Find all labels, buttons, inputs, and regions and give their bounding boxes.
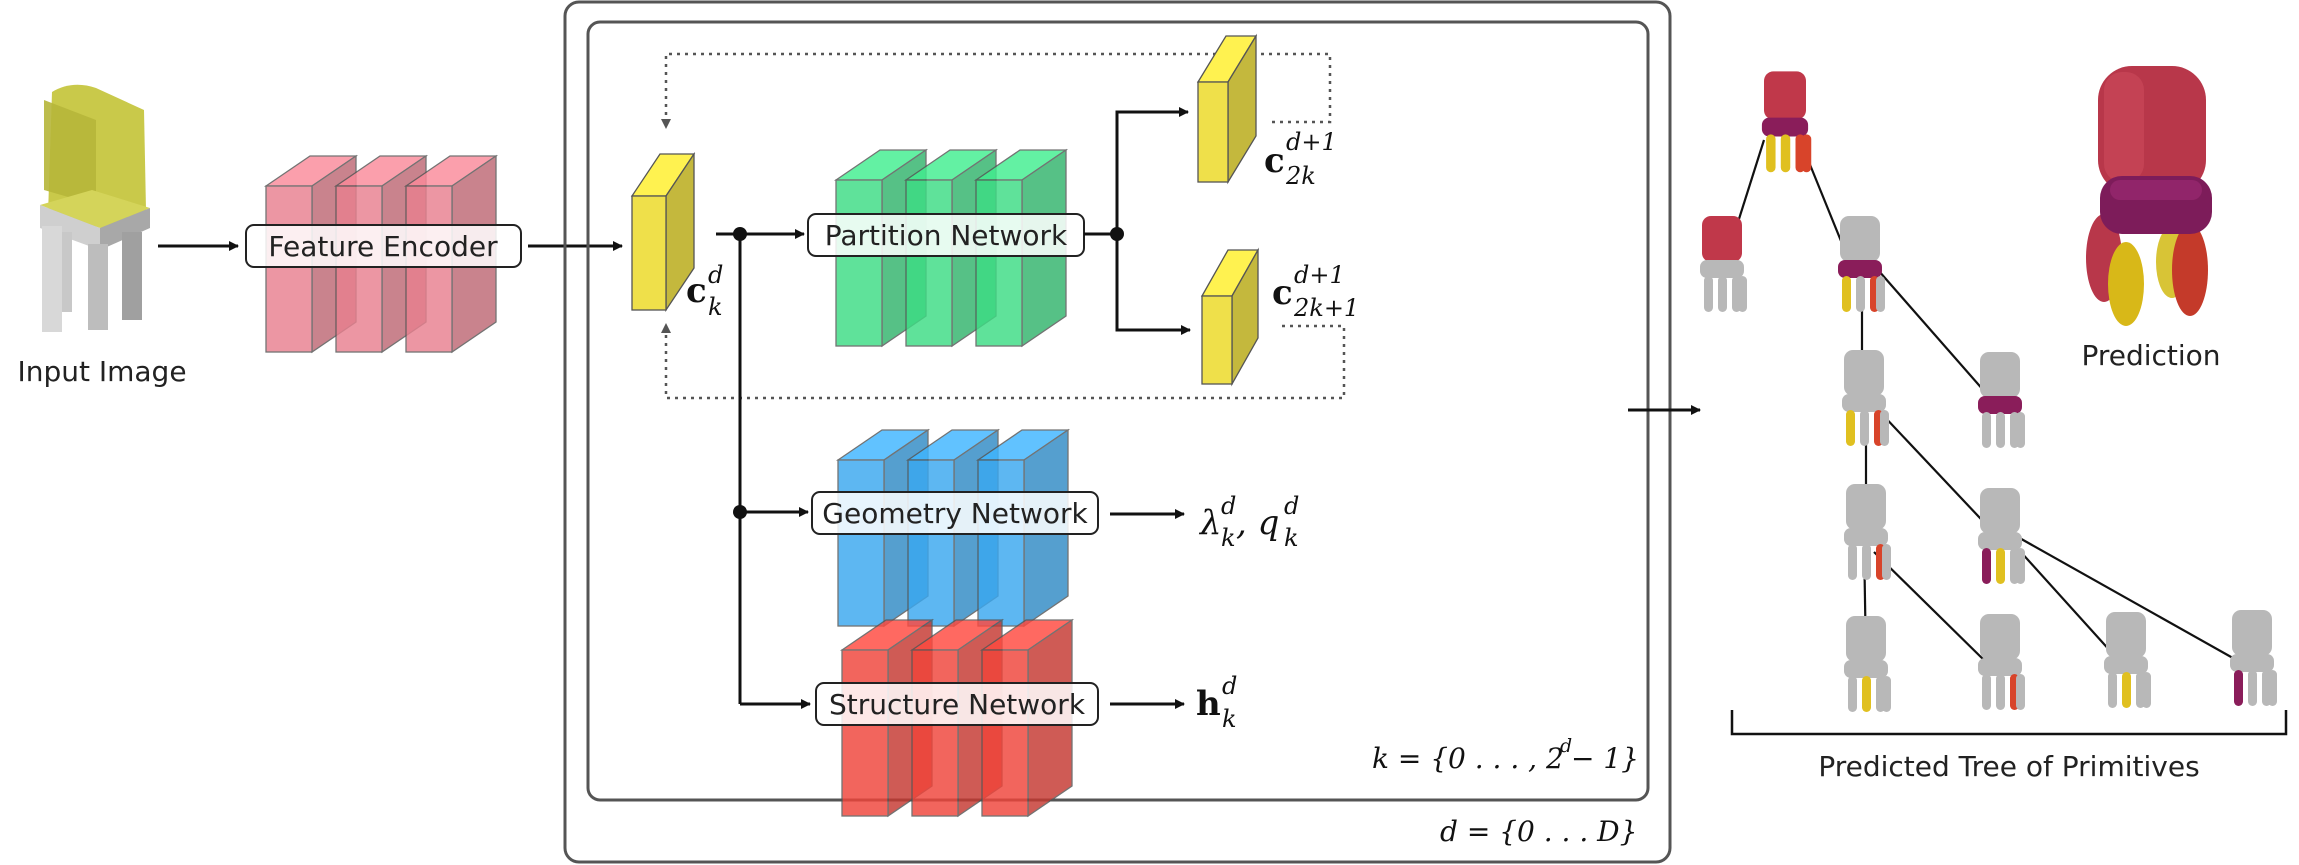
tree-node-leaf-4 (2230, 610, 2277, 706)
feature-encoder-blocks (263, 154, 499, 354)
svg-text:2k+1: 2k+1 (1293, 294, 1359, 322)
c2k-label: c 2k d+1 (1264, 128, 1337, 190)
predicted-tree (1700, 71, 2277, 712)
svg-text:c: c (686, 271, 707, 311)
geometry-output-label: λ k d , q k d (1198, 492, 1299, 552)
svg-text:k: k (1221, 524, 1236, 552)
predicted-tree-label: Predicted Tree of Primitives (1818, 750, 2199, 783)
svg-text:d: d (1221, 492, 1236, 520)
tree-node-d3-right (1978, 488, 2025, 584)
d-range-label: d = {0 . . . D} (1440, 815, 1637, 848)
tree-node-d1-left (1700, 216, 1747, 312)
tree-node-d2-left (1842, 350, 1889, 446)
feature-encoder-label: Feature Encoder (268, 230, 498, 263)
svg-text:d: d (1560, 735, 1572, 757)
outer-depth-frame (563, 0, 1672, 864)
input-chair-image (40, 84, 150, 332)
geometry-network-blocks (835, 428, 1071, 628)
feature-encoder-box: Feature Encoder (245, 224, 522, 268)
structure-network-label: Structure Network (829, 688, 1086, 721)
arrow-to-child-bottom (1115, 234, 1191, 335)
recursion-loop-bottom (661, 323, 1346, 400)
svg-text:k: k (1222, 705, 1237, 733)
tree-node-d2-right (1978, 352, 2025, 448)
partition-network-box: Partition Network (807, 213, 1085, 257)
arrow-to-child-top (1115, 107, 1189, 234)
tree-node-d3-left (1844, 484, 1891, 580)
svg-text:c: c (1264, 141, 1285, 181)
geometry-network-box: Geometry Network (811, 491, 1099, 535)
svg-text:2k: 2k (1285, 162, 1316, 190)
svg-text:d+1: d+1 (1286, 128, 1337, 156)
svg-text:d: d (1222, 672, 1237, 700)
tree-bracket (1730, 710, 2288, 736)
svg-text:, q: , q (1236, 503, 1279, 543)
vec-bot-slab (1200, 247, 1260, 387)
svg-text:k: k (708, 293, 723, 321)
tree-node-leaf-1 (1844, 616, 1891, 712)
structure-network-box: Structure Network (815, 682, 1099, 726)
tree-node-d1-right (1838, 216, 1885, 312)
svg-text:λ: λ (1198, 503, 1222, 543)
svg-text:d: d (708, 261, 723, 289)
svg-text:d+1: d+1 (1294, 261, 1345, 289)
input-image-label: Input Image (17, 355, 186, 388)
structure-output-label: h k d (1196, 672, 1237, 733)
tree-node-root (1761, 71, 1812, 173)
svg-text:k = {0 . . . , 2: k = {0 . . . , 2 (1372, 742, 1564, 775)
ck-label: c k d (686, 261, 723, 321)
vec-top-slab (1196, 33, 1258, 185)
feature-vector-ck (630, 151, 696, 313)
svg-text:d: d (1284, 492, 1299, 520)
svg-text:k: k (1284, 524, 1299, 552)
geometry-network-label: Geometry Network (822, 497, 1088, 530)
partition-network-label: Partition Network (825, 219, 1068, 252)
feature-vector-c2k1 (1200, 247, 1260, 387)
k-range-label: k = {0 . . . , 2 d − 1} (1372, 735, 1639, 775)
feature-vector-c2k (1196, 33, 1258, 185)
tree-node-leaf-2 (1978, 614, 2025, 710)
c2k1-label: c 2k+1 d+1 (1272, 261, 1359, 322)
prediction-label: Prediction (2081, 339, 2220, 372)
prediction-chair (2086, 66, 2212, 326)
structure-layer-3 (979, 618, 1075, 818)
svg-text:c: c (1272, 273, 1293, 313)
svg-text:− 1}: − 1} (1571, 742, 1639, 775)
svg-text:h: h (1196, 684, 1221, 724)
structure-network-blocks (839, 618, 1075, 818)
tree-node-leaf-3 (2104, 612, 2151, 708)
vec-main-slab (630, 151, 696, 313)
